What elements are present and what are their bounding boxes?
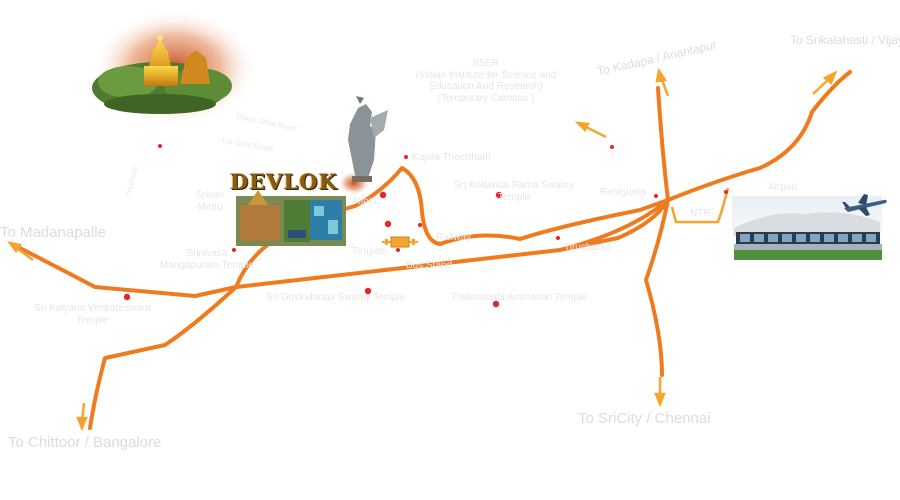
location-pin-icon <box>232 248 236 252</box>
garuda-statue-icon <box>338 96 388 194</box>
label-venkateswara-line1: Sri Kalyana Venkateswara <box>34 303 151 314</box>
location-pin-icon <box>384 220 392 228</box>
road-madanapalle <box>12 243 238 298</box>
location-pin-icon <box>396 248 400 252</box>
label-venkateswara-line2: Temple <box>76 314 109 326</box>
label-bus-stand: Bus Stand <box>406 260 453 271</box>
tirumala-temple-icon <box>92 4 257 120</box>
label-iiser-line1: IISER <box>472 58 500 69</box>
label-srivari-line1: Srivari <box>196 190 225 201</box>
label-alipiri: Alipiri <box>352 196 377 207</box>
location-pin-icon <box>379 191 387 199</box>
label-kapila-theertham: Kapila Theertham <box>412 152 491 163</box>
location-pin-icon <box>158 144 162 148</box>
location-pin-icon <box>654 194 658 198</box>
label-to-srikalahasti: To Srikalahasti / Vijayawada <box>790 33 900 47</box>
label-iiser: IISER (Indian Institute for Science and … <box>396 58 576 104</box>
label-srinivasa-line2: Mangapuram Temple <box>160 259 254 271</box>
label-govindaraja-swamy: Sri Govindaraja Swamy Temple <box>266 292 406 303</box>
direction-arrow-icon <box>655 67 670 97</box>
location-pin-icon <box>404 155 408 159</box>
label-to-madanapalle: To Madanapalle <box>0 224 106 241</box>
direction-arrow-icon <box>76 402 88 432</box>
direction-arrow-icon <box>654 377 666 408</box>
label-padmavathi-ammavari: Padmavathi Ammavari Temple <box>452 292 587 303</box>
label-sri-kodanda-line1: Sri Kodanda Rama Swamy <box>454 180 575 191</box>
label-sri-kodanda-rama: Sri Kodanda Rama Swamy Temple <box>454 180 574 203</box>
label-to-chittoor-bangalore: To Chittoor / Bangalore <box>8 434 162 451</box>
road-chittoor <box>88 285 238 430</box>
label-railway: Railway <box>436 232 472 243</box>
devlok-logo: DEVLOK <box>230 169 338 194</box>
location-pin-icon <box>418 223 422 227</box>
label-iiser-line2: (Indian Institute for Science and <box>415 69 557 81</box>
label-srivari-line2: Mettu <box>197 201 223 213</box>
label-ntr-circle: NTR <box>690 208 711 219</box>
label-iiser-line3: Education And Research) <box>429 81 543 92</box>
direction-arrow-icon <box>574 121 607 139</box>
location-pin-icon <box>495 191 503 199</box>
label-renigunta: Renigunta <box>600 187 646 198</box>
label-srinivasa-line1: Srinivasa <box>186 248 228 259</box>
road-chennai <box>644 198 670 377</box>
label-airport: Airport <box>768 182 798 193</box>
devlok-resort-icon <box>236 190 346 246</box>
label-srivari-mettu: Srivari Mettu <box>196 190 224 213</box>
location-pin-icon <box>492 300 500 308</box>
location-pin-icon <box>610 145 614 149</box>
label-srinivasa-mangapuram: Srinivasa Mangapuram Temple <box>160 248 254 271</box>
location-pin-icon <box>364 287 372 295</box>
direction-arrow-icon <box>812 70 838 95</box>
road-tirupati-main <box>234 70 852 289</box>
location-pin-icon <box>556 236 560 240</box>
location-pin-icon <box>123 293 131 301</box>
label-to-sricity-chennai: To SriCity / Chennai <box>578 410 711 427</box>
label-tiruchanur: Tiruchanur <box>564 242 612 253</box>
label-sri-kodanda-line2: Temple <box>497 191 531 203</box>
road-airport-link <box>670 187 730 224</box>
railway-station-icon <box>382 236 418 248</box>
road-kadapa <box>656 86 670 202</box>
location-pin-icon <box>724 190 728 194</box>
road-tiruchanur-link <box>558 198 670 252</box>
label-iiser-line4: (Temporary Campus ) <box>437 92 535 104</box>
label-sri-kalyana-venkateswara: Sri Kalyana Venkateswara Temple <box>34 303 151 326</box>
airplane-icon <box>842 194 887 216</box>
direction-arrow-icon <box>7 241 34 262</box>
label-tirupati: Tirupati <box>352 246 385 257</box>
